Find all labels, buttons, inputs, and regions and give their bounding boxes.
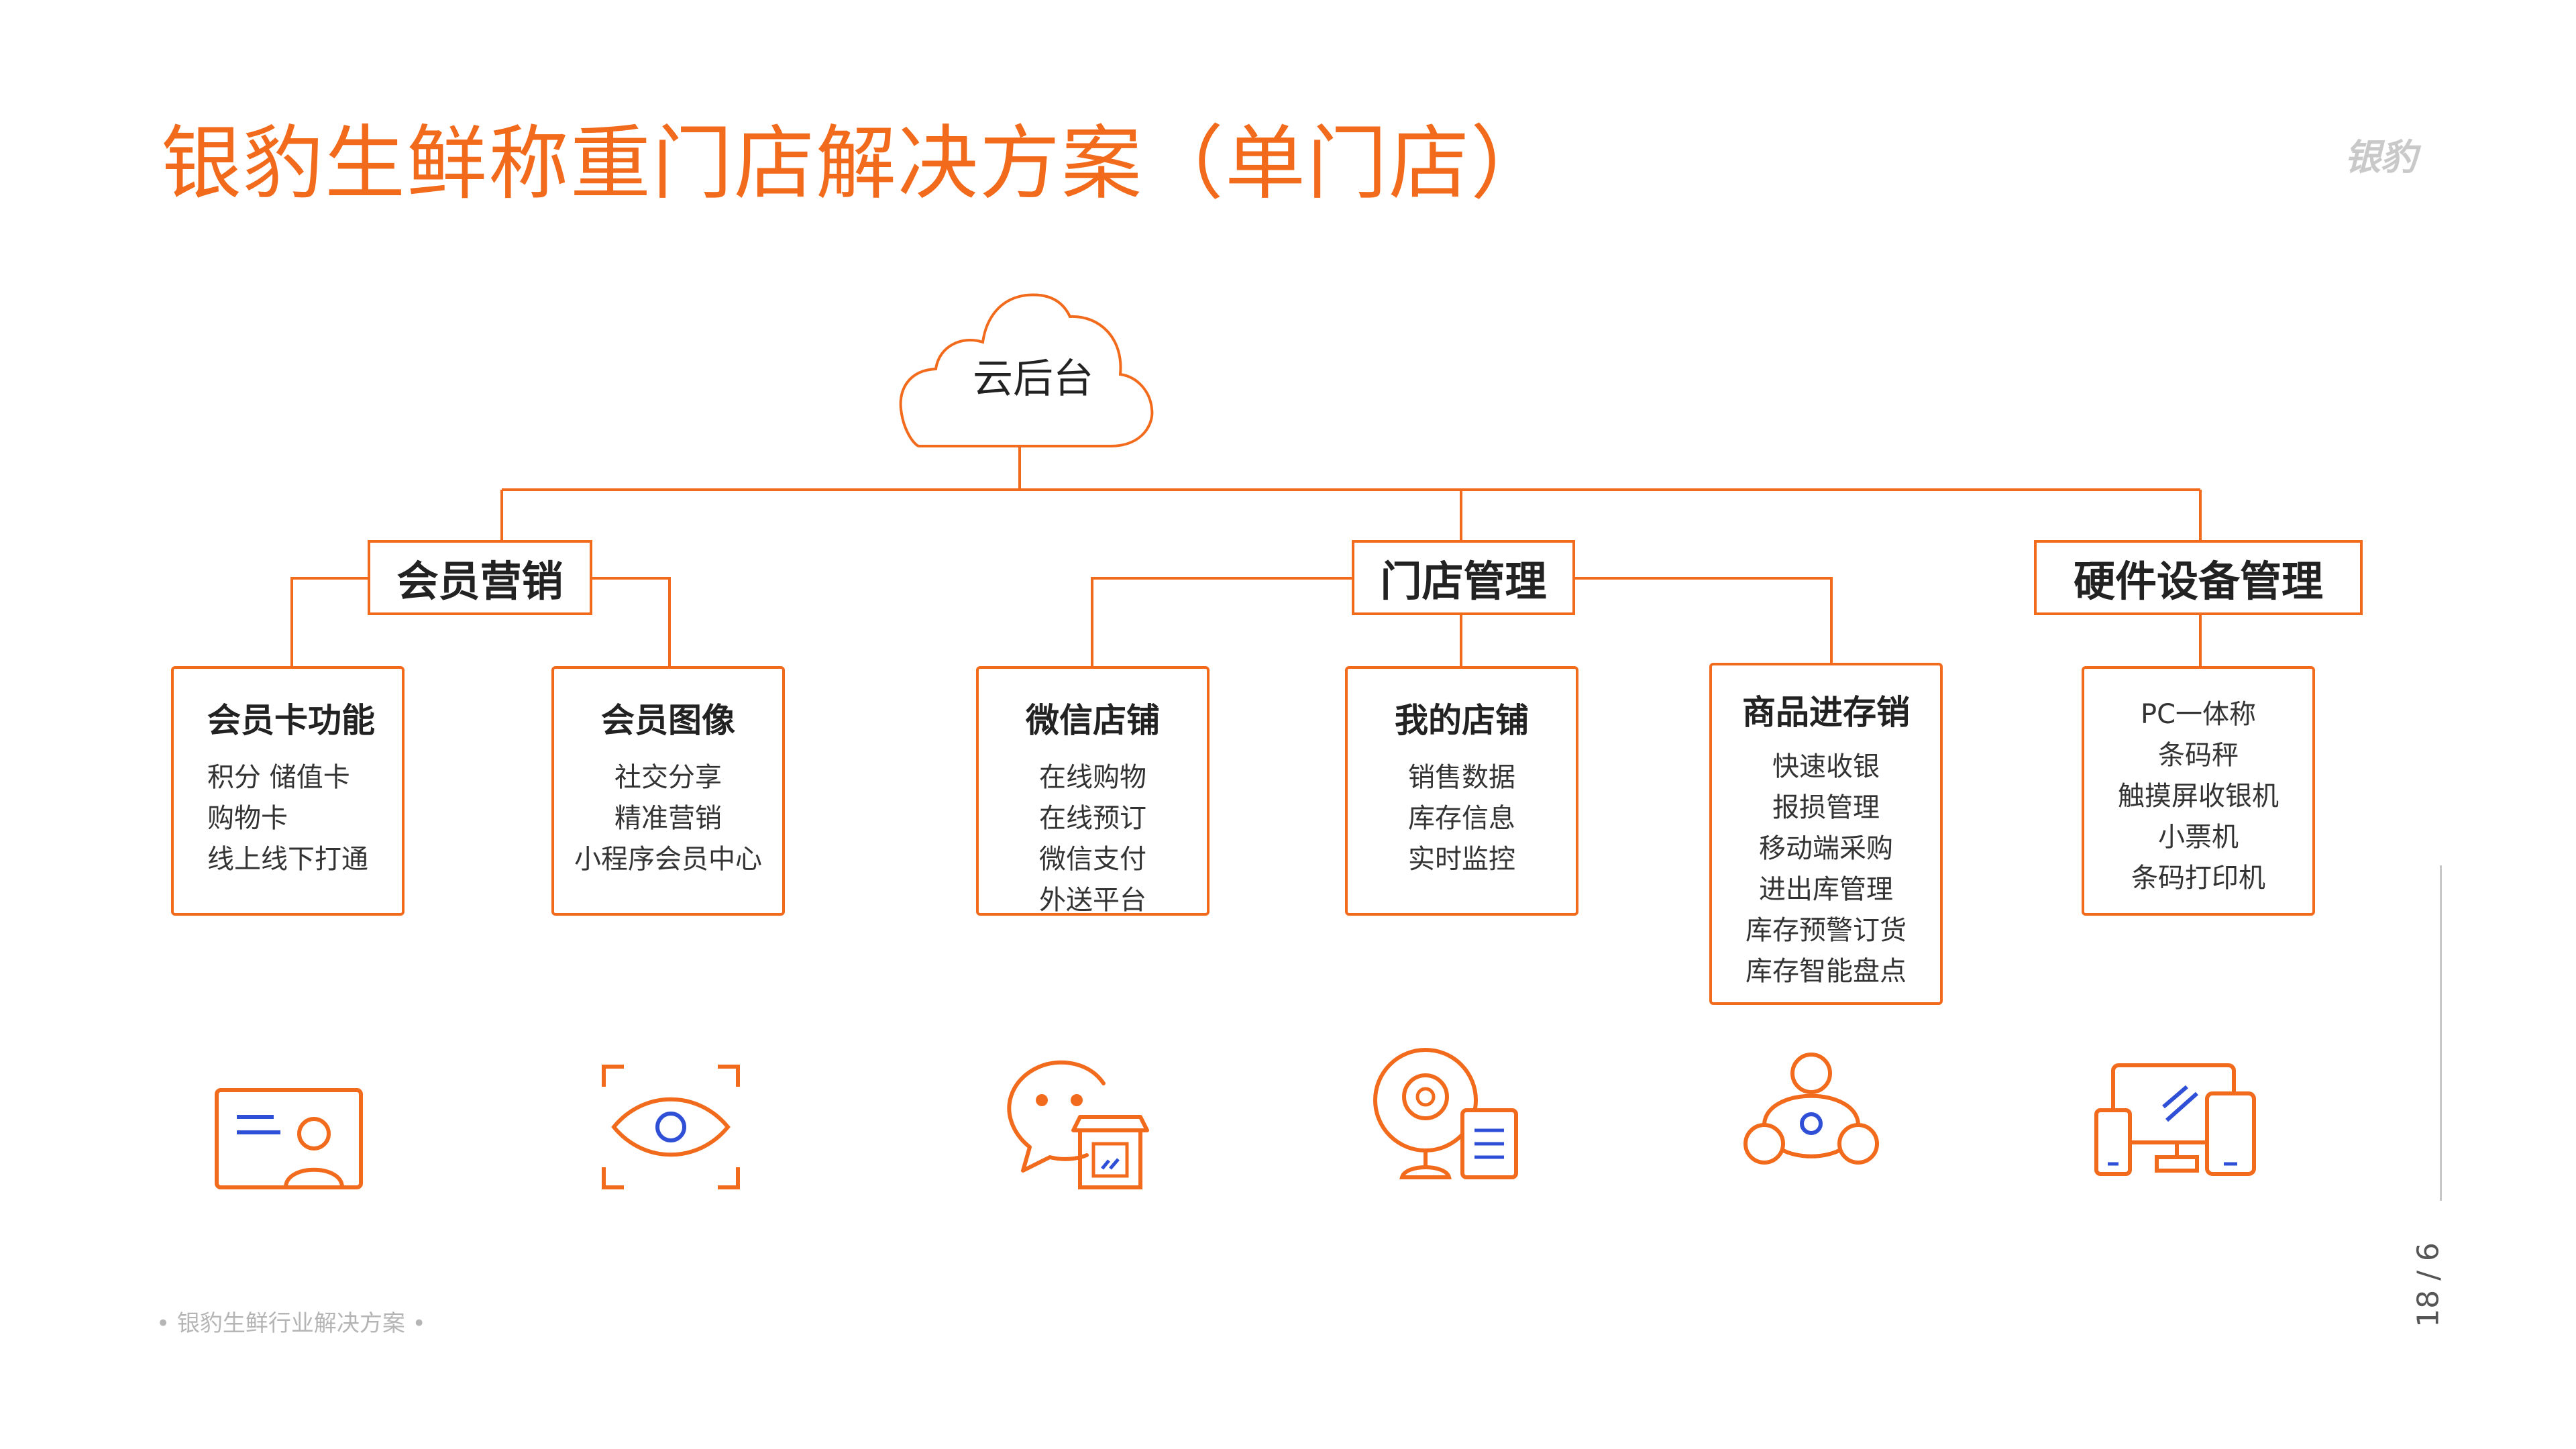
side-divider [2440,865,2442,1201]
footer-text: • 银豹生鲜行业解决方案 • [156,1310,426,1337]
card-title: 微信店铺 [1026,701,1160,740]
card-item: 购物卡 [207,803,288,834]
card-item: PC一体称 [2140,699,2257,730]
card-member-card: 会员卡功能 积分 储值卡 购物卡 线上线下打通 [171,666,405,916]
member-card-icon [215,1088,363,1189]
card-title: 会员卡功能 [207,701,375,740]
category-label: 门店管理 [1380,557,1547,606]
card-item: 小程序会员中心 [574,844,762,875]
eye-scan-icon [602,1065,740,1189]
card-item: 积分 储值卡 [207,762,350,793]
card-item: 库存预警订货 [1746,915,1907,946]
card-inventory: 商品进存销 快速收银 报损管理 移动端采购 进出库管理 库存预警订货 库存智能盘… [1709,663,1943,1005]
card-item: 精准营销 [614,803,722,834]
category-hardware: 硬件设备管理 [2034,540,2363,615]
card-item: 库存信息 [1408,803,1515,834]
card-item: 在线预订 [1039,803,1146,834]
card-item: 社交分享 [614,762,722,793]
card-title: 我的店铺 [1395,701,1529,740]
page-number: 18 / 6 [2411,1242,2446,1328]
devices-icon [2094,1063,2256,1176]
category-label: 会员营销 [396,557,564,606]
card-item: 条码秤 [2158,740,2239,771]
card-item: 微信支付 [1039,844,1146,875]
category-label: 硬件设备管理 [2073,557,2323,606]
card-item: 在线购物 [1039,762,1146,793]
cloud-backend-label: 云后台 [973,356,1093,402]
card-devices: PC一体称 条码秤 触摸屏收银机 小票机 条码打印机 [2082,666,2315,916]
card-item: 报损管理 [1772,792,1880,823]
card-item: 销售数据 [1408,762,1515,793]
category-member-marketing: 会员营销 [368,540,592,615]
card-item: 移动端采购 [1759,833,1893,864]
card-item: 条码打印机 [2131,863,2265,894]
card-item: 小票机 [2158,822,2239,853]
category-store-management: 门店管理 [1352,540,1575,615]
page-title: 银豹生鲜称重门店解决方案（单门店） [161,117,1552,211]
card-title: 会员图像 [601,701,735,740]
card-item: 库存智能盘点 [1746,956,1907,987]
card-item: 快速收银 [1772,751,1880,782]
card-member-image: 会员图像 社交分享 精准营销 小程序会员中心 [551,666,785,916]
card-wechat-store: 微信店铺 在线购物 在线预订 微信支付 外送平台 [976,666,1210,916]
card-item: 外送平台 [1039,885,1146,916]
card-item: 实时监控 [1408,844,1515,875]
card-item: 进出库管理 [1759,874,1893,905]
connector-lines [290,446,2202,666]
camera-monitor-icon [1373,1048,1518,1179]
card-my-store: 我的店铺 销售数据 库存信息 实时监控 [1345,666,1578,916]
network-nodes-icon [1743,1053,1879,1165]
cloud-shape [899,293,1154,447]
wechat-store-icon [1007,1060,1149,1189]
card-item: 触摸屏收银机 [2118,781,2279,812]
brand-logo: 银豹 [2345,136,2417,178]
card-title: 商品进存销 [1742,693,1910,732]
card-item: 线上线下打通 [207,844,368,875]
